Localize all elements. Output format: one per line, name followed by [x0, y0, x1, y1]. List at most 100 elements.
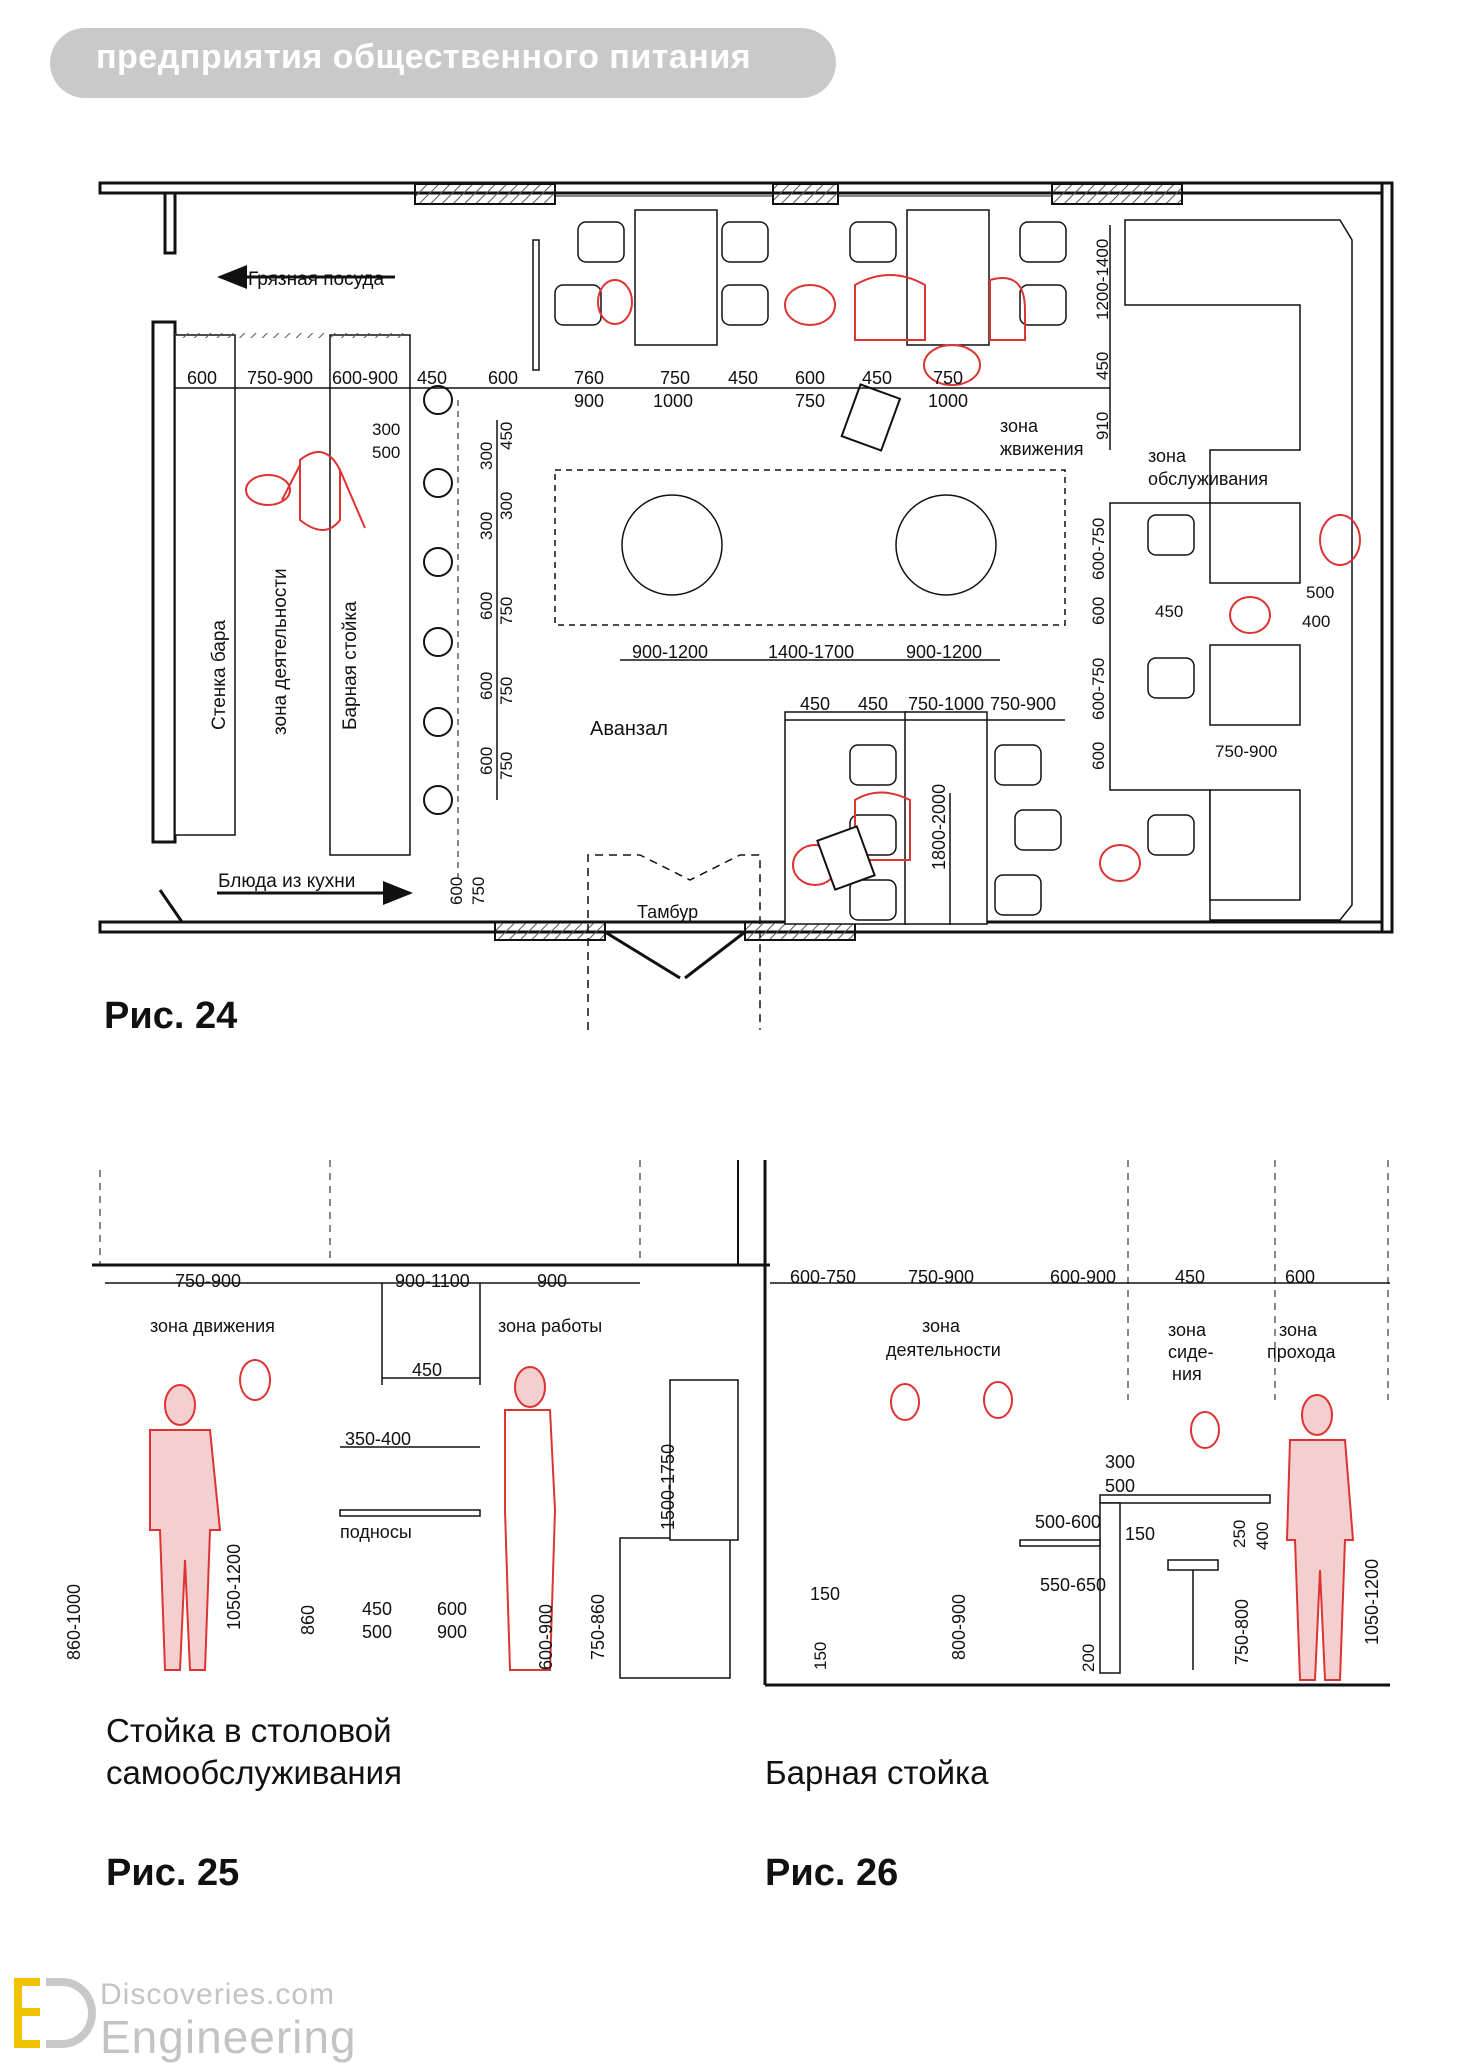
fig24-avanzal-label: Аванзал	[590, 718, 668, 740]
fig26-dim: 600-900	[1050, 1267, 1116, 1287]
fig24-tambour-label: Тамбур	[637, 902, 698, 922]
fig26-dim: 1050-1200	[1362, 1559, 1382, 1645]
fig25-zone-work: зона работы	[498, 1316, 602, 1336]
fig25-zone-move: зона движения	[150, 1316, 275, 1336]
fig26-section	[763, 1160, 1390, 1687]
fig24-dim: 750	[497, 752, 516, 780]
fig24-dim: 600	[447, 877, 466, 905]
fig24-dim: 400	[1302, 612, 1330, 631]
fig26-dim: 500	[1105, 1476, 1135, 1496]
fig24-bar-counter-label: Барная стойка	[340, 601, 361, 730]
fig24-dim: 450	[858, 694, 888, 714]
fig26-zone-activity-line1: зона	[922, 1316, 961, 1336]
fig26-dim: 200	[1079, 1644, 1098, 1672]
fig25-section	[92, 1160, 770, 1679]
fig24-dim: 450	[417, 368, 447, 388]
fig25-dim: 750-860	[588, 1594, 608, 1660]
fig24-dim: 450	[800, 694, 830, 714]
fig24-dim: 600	[477, 592, 496, 620]
fig24-dim: 750	[497, 677, 516, 705]
fig24-dim: 760	[574, 368, 604, 388]
fig24-dim: 600-750	[1089, 518, 1108, 580]
fig24-dim: 750	[795, 391, 825, 411]
page-title: предприятия общественного питания	[96, 38, 752, 76]
fig24-dim: 450	[862, 368, 892, 388]
fig25-dim: 900-1100	[395, 1271, 470, 1291]
fig24-movement-zone-line2: жвижения	[1000, 439, 1083, 459]
fig24-dim: 1200-1400	[1093, 239, 1112, 320]
fig25-dim: 900	[437, 1622, 467, 1642]
fig26-dim: 450	[1175, 1267, 1205, 1287]
fig26-dim: 150	[1125, 1524, 1155, 1544]
fig24-dim: 600	[1089, 597, 1108, 625]
fig24-dim: 300	[497, 492, 516, 520]
fig25-dim: 600-900	[536, 1604, 556, 1670]
fig24-dim: 750	[660, 368, 690, 388]
fig25-caption-line1: Стойка в столовой	[106, 1712, 392, 1749]
watermark-line1: Discoveries.com	[100, 1978, 336, 2011]
fig26-label: Рис. 26	[765, 1852, 899, 1894]
fig24-dim: 600	[477, 672, 496, 700]
fig26-dim: 250	[1230, 1520, 1249, 1548]
fig24-dim: 750-900	[1215, 742, 1277, 761]
fig25-trays-label: подносы	[340, 1522, 412, 1542]
fig26-zone-seat-line3: ния	[1172, 1364, 1202, 1384]
fig24-dim: 450	[497, 422, 516, 450]
fig25-dim: 450	[362, 1599, 392, 1619]
engineering-logo-icon	[14, 1978, 96, 2048]
fig25-dim: 450	[412, 1360, 442, 1380]
fig26-zone-seat-line2: сиде-	[1168, 1342, 1214, 1362]
fig25-dim: 900	[537, 1271, 567, 1291]
fig25-dim: 1500-1750	[658, 1444, 678, 1530]
fig26-dim: 750-800	[1232, 1599, 1252, 1665]
fig24-dim: 1000	[653, 391, 693, 411]
fig24-dim: 910	[1093, 412, 1112, 440]
fig24-dim: 1800-2000	[929, 784, 949, 870]
fig24-dim: 750-900	[990, 694, 1056, 714]
fig25-dim: 860	[298, 1605, 318, 1635]
fig24-label: Рис. 24	[104, 995, 238, 1037]
fig24-dim: 500	[1306, 583, 1334, 602]
fig24-dim: 300	[477, 512, 496, 540]
fig25-dim: 750-900	[175, 1271, 241, 1291]
fig24-dim: 450	[1155, 602, 1183, 621]
fig24-dim: 600-900	[332, 368, 398, 388]
fig24-dim: 600	[187, 368, 217, 388]
fig24-dim: 750	[933, 368, 963, 388]
fig24-plan	[98, 181, 1394, 1030]
fig26-dim: 400	[1253, 1522, 1272, 1550]
fig24-bar-wall-label: Стенка бара	[209, 620, 230, 730]
fig26-dim: 600	[1285, 1267, 1315, 1287]
fig24-dim: 600	[477, 747, 496, 775]
fig24-arrow-top-label: Грязная посуда	[248, 269, 385, 290]
fig26-dim: 500-600	[1035, 1512, 1101, 1532]
fig24-dim: 1000	[928, 391, 968, 411]
fig26-zone-pass-line2: прохода	[1267, 1342, 1336, 1362]
fig26-caption: Барная стойка	[765, 1754, 989, 1791]
fig24-movement-zone-line1: зона	[1000, 416, 1039, 436]
fig24-service-zone-line2: обслуживания	[1148, 469, 1268, 489]
fig24-activity-zone-label: зона деятельности	[270, 568, 291, 735]
fig24-dim: 750-1000	[908, 694, 984, 714]
fig25-dim: 350-400	[345, 1429, 411, 1449]
header-pill	[50, 28, 836, 98]
watermark-line2: Engineering	[100, 2011, 357, 2063]
fig24-dim: 600	[1089, 742, 1108, 770]
fig24-dim: 900	[574, 391, 604, 411]
fig25-dim: 500	[362, 1622, 392, 1642]
fig24-service-zone-line1: зона	[1148, 446, 1187, 466]
fig25-caption-line2: самообслуживания	[106, 1754, 402, 1791]
fig26-zone-activity-line2: деятельности	[886, 1340, 1001, 1360]
fig25-dim: 600	[437, 1599, 467, 1619]
fig25-dim: 1050-1200	[224, 1544, 244, 1630]
fig24-dim: 450	[728, 368, 758, 388]
fig24-arrow-bottom-label: Блюда из кухни	[218, 871, 355, 892]
fig26-dim: 600-750	[790, 1267, 856, 1287]
fig26-dim: 750-900	[908, 1267, 974, 1287]
fig24-dim: 600	[488, 368, 518, 388]
fig26-dim: 300	[1105, 1452, 1135, 1472]
fig26-dim: 800-900	[949, 1594, 969, 1660]
fig24-dim: 750	[497, 597, 516, 625]
fig26-zone-seat-line1: зона	[1168, 1320, 1207, 1340]
